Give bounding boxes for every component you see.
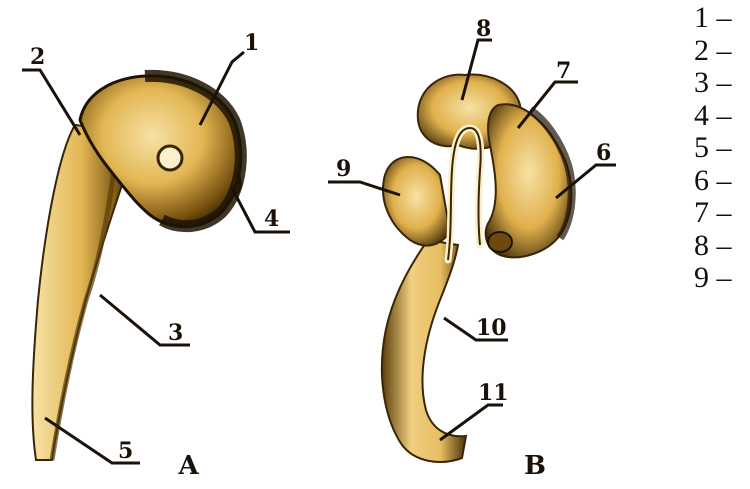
leader-4 (232, 188, 290, 232)
panel-a-letter: А (178, 451, 199, 481)
panel-b-lobe-9 (383, 157, 450, 246)
legend-item-3: 3 – (694, 67, 750, 100)
panel-b-letter: В (524, 451, 546, 481)
label-8: 8 (476, 16, 491, 42)
label-11: 11 (478, 380, 509, 406)
label-4: 4 (264, 206, 279, 232)
legend-item-5: 5 – (694, 132, 750, 165)
leader-11 (440, 405, 503, 440)
label-6: 6 (596, 140, 611, 166)
panel-b-embryo (382, 75, 572, 462)
legend-item-8: 8 – (694, 230, 750, 263)
legend: 1 – 2 – 3 – 4 – 5 – 6 – 7 – 8 – 9 – (694, 2, 750, 295)
label-9: 9 (336, 156, 351, 182)
panel-b-knob (488, 232, 512, 252)
label-5: 5 (118, 438, 133, 464)
label-3: 3 (168, 320, 183, 346)
leader-2 (22, 70, 80, 135)
panel-a-eye (158, 146, 182, 170)
legend-item-6: 6 – (694, 165, 750, 198)
label-2: 2 (30, 44, 45, 70)
legend-item-7: 7 – (694, 197, 750, 230)
label-1: 1 (244, 30, 259, 56)
panel-a-embryo (32, 76, 240, 460)
label-10: 10 (476, 315, 507, 341)
legend-item-9: 9 – (694, 262, 750, 295)
legend-item-4: 4 – (694, 100, 750, 133)
legend-item-2: 2 – (694, 35, 750, 68)
panel-a-tail (32, 125, 122, 460)
label-7: 7 (556, 58, 571, 84)
legend-item-1: 1 – (694, 2, 750, 35)
